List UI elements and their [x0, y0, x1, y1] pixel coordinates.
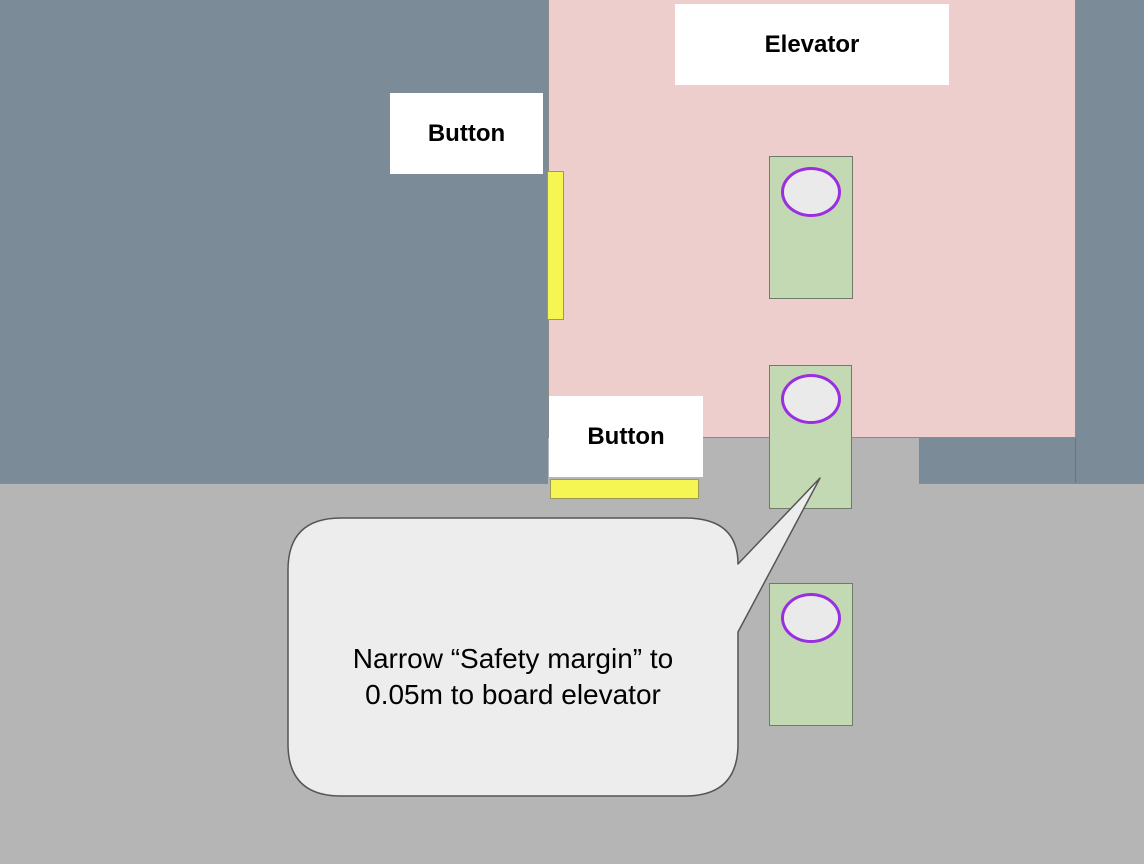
- robot-head-icon: [781, 167, 841, 217]
- callout-line-2: 0.05m to board elevator: [365, 679, 661, 710]
- button-label-hall: Button: [549, 396, 703, 477]
- robot-waiting-hall: [769, 583, 853, 726]
- wall-right-lower: [919, 437, 1076, 484]
- robot-head-icon: [780, 374, 841, 424]
- button-label-hall-text: Button: [587, 422, 665, 450]
- button-label-inside: Button: [390, 93, 543, 174]
- elevator-call-button-hall[interactable]: [550, 479, 699, 499]
- floor-edge-line-right: [919, 483, 1076, 484]
- floor-edge-line: [0, 483, 548, 484]
- elevator-label: Elevator: [675, 4, 949, 85]
- robot-head-icon: [781, 593, 841, 643]
- callout-text: Narrow “Safety margin” to 0.05m to board…: [298, 641, 728, 713]
- elevator-label-text: Elevator: [764, 30, 860, 58]
- button-label-inside-text: Button: [427, 119, 506, 147]
- robot-at-door: [769, 365, 852, 509]
- wall-left: [0, 0, 548, 484]
- elevator-call-button-inside[interactable]: [547, 171, 564, 320]
- robot-inside-elevator: [769, 156, 853, 299]
- callout-line-1: Narrow “Safety margin” to: [352, 643, 674, 674]
- wall-right: [1076, 0, 1144, 484]
